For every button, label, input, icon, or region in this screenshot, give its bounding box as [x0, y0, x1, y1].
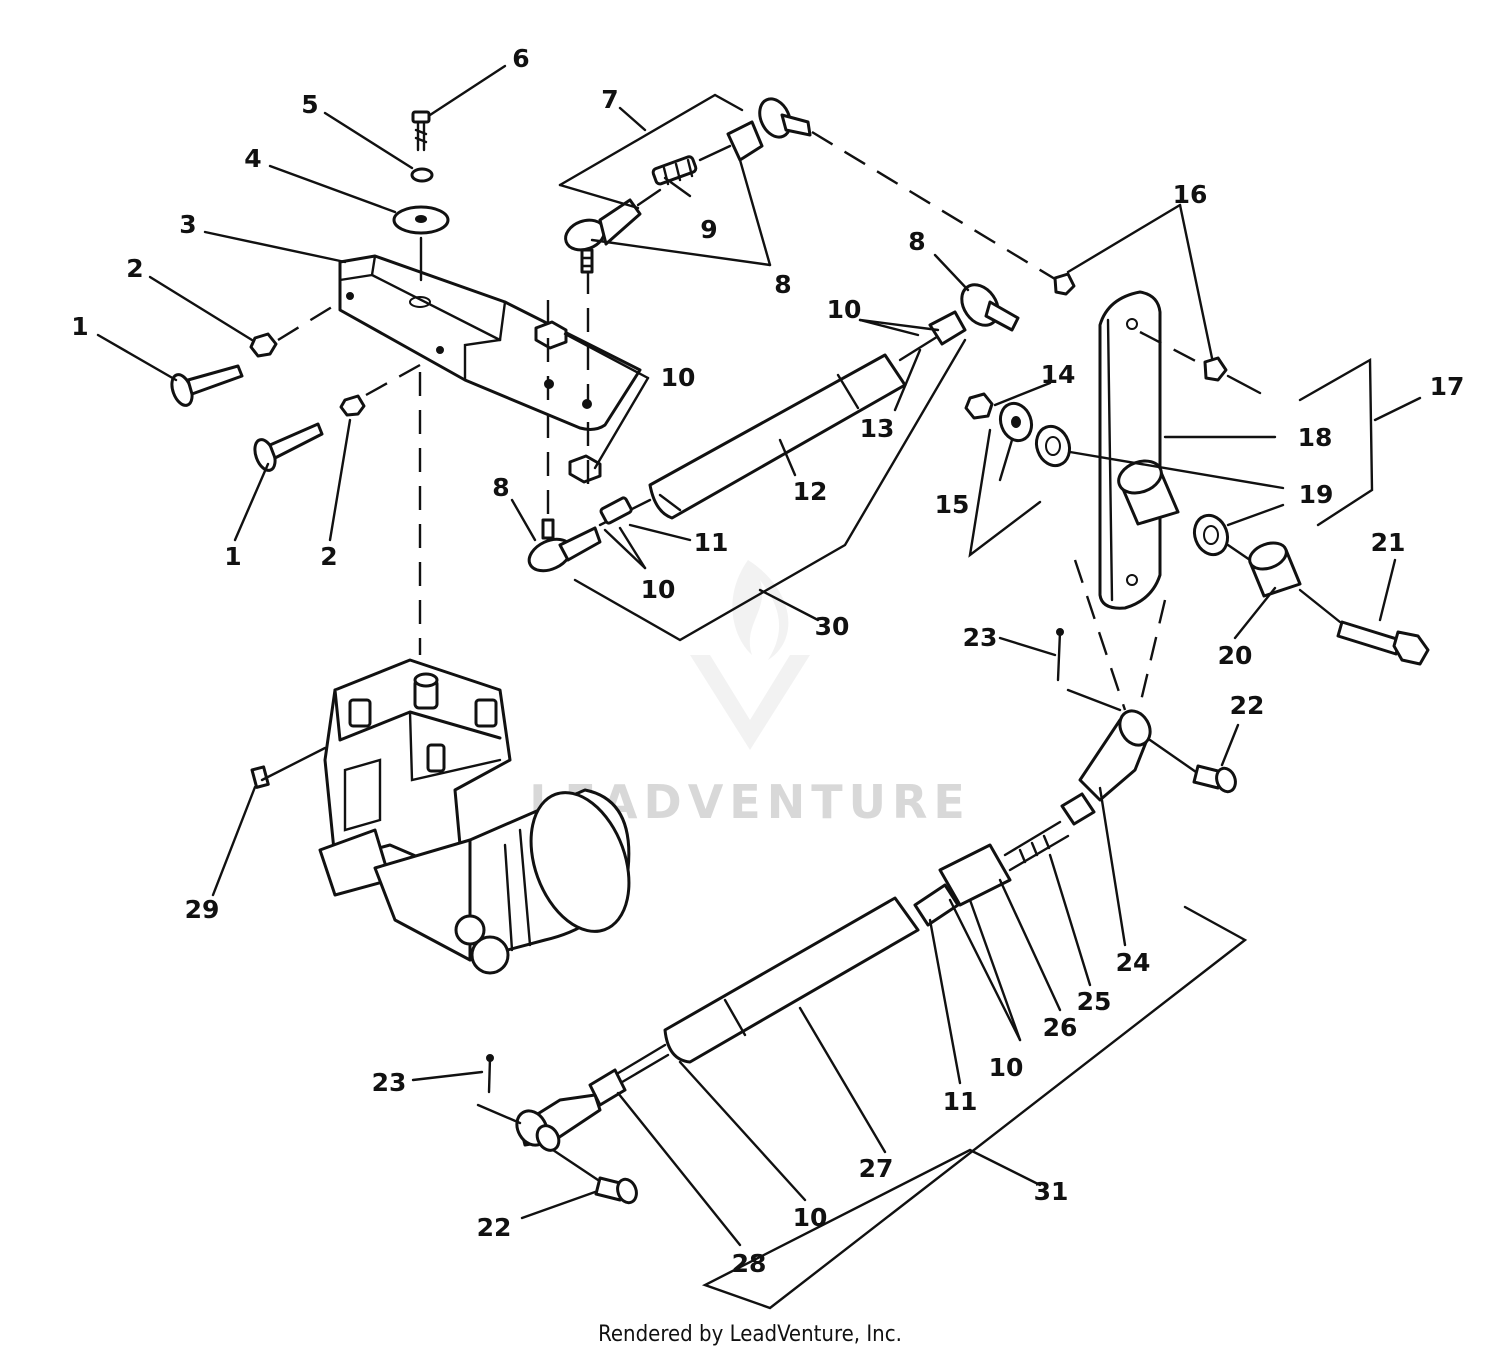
callout-27: 27 — [859, 1154, 894, 1183]
part-clip-23-lower — [486, 1054, 494, 1094]
callout-9: 9 — [700, 215, 717, 244]
callout-8: 8 — [492, 473, 509, 502]
part-bracket-bar — [338, 254, 642, 431]
callout-16: 16 — [1173, 180, 1208, 209]
part-nut-2-lower — [339, 394, 366, 417]
part-spacer-20 — [1248, 541, 1302, 598]
callout-labels: 1 2 3 4 5 6 7 8 9 8 10 10 1 2 13 12 8 11… — [71, 44, 1464, 1278]
part-actuator-motor — [250, 658, 631, 975]
part-pin-22-upper — [1192, 764, 1237, 794]
callout-31: 31 — [1034, 1177, 1069, 1206]
callout-15: 15 — [935, 490, 970, 519]
part-bolt-1-lower — [253, 422, 324, 472]
callout-7: 7 — [601, 85, 618, 114]
part-bushing-19-upper — [1034, 424, 1072, 468]
callout-1: 1 — [71, 312, 88, 341]
callout-2: 2 — [320, 542, 337, 571]
callout-13: 13 — [860, 414, 895, 443]
part-washer-15 — [998, 401, 1034, 443]
part-plate-18 — [1098, 290, 1162, 610]
callout-29: 29 — [185, 895, 220, 924]
callout-22: 22 — [1230, 691, 1265, 720]
callout-19: 19 — [1299, 480, 1334, 509]
part-nut-16-upper — [1053, 272, 1076, 296]
part-pin-22-lower — [594, 1176, 638, 1205]
callout-18: 18 — [1298, 423, 1333, 452]
callout-11: 11 — [694, 528, 729, 557]
callout-4: 4 — [244, 144, 261, 173]
callout-23: 23 — [372, 1068, 407, 1097]
part-bolt-21 — [1336, 620, 1430, 666]
callout-11: 11 — [943, 1087, 978, 1116]
part-nut-10-lower — [568, 454, 602, 484]
part-nut-16-lower — [1203, 356, 1228, 382]
callout-3: 3 — [179, 210, 196, 239]
callout-10: 10 — [989, 1053, 1024, 1082]
part-gas-spring-27 — [515, 709, 1152, 1152]
callout-8: 8 — [774, 270, 791, 299]
part-nut-2-upper — [249, 332, 278, 358]
callout-24: 24 — [1116, 948, 1151, 977]
callout-28: 28 — [732, 1249, 767, 1278]
callout-2: 2 — [126, 254, 143, 283]
callout-22: 22 — [477, 1213, 512, 1242]
part-bolt-6 — [411, 110, 431, 152]
callout-12: 12 — [793, 477, 828, 506]
callout-23: 23 — [963, 623, 998, 652]
part-bushing-19-lower — [1192, 513, 1230, 557]
part-bolt-1-upper — [170, 364, 244, 407]
part-nut-14 — [964, 392, 994, 420]
callout-20: 20 — [1218, 641, 1253, 670]
watermark-logo — [690, 560, 810, 750]
leader-lines — [96, 64, 1422, 1310]
callout-8: 8 — [908, 227, 925, 256]
callout-10: 10 — [827, 295, 862, 324]
part-clip-23-upper — [1056, 628, 1064, 682]
callout-10: 10 — [661, 363, 696, 392]
callout-25: 25 — [1077, 987, 1112, 1016]
callout-30: 30 — [815, 612, 850, 641]
callout-5: 5 — [301, 90, 318, 119]
callout-6: 6 — [512, 44, 529, 73]
part-tie-rod-assembly-7 — [564, 97, 812, 274]
part-nut-10-upper — [534, 320, 568, 350]
callout-10: 10 — [641, 575, 676, 604]
callout-1: 1 — [224, 542, 241, 571]
callout-14: 14 — [1041, 360, 1076, 389]
callout-26: 26 — [1043, 1013, 1078, 1042]
part-washer-4 — [392, 205, 450, 235]
part-gas-spring-12 — [527, 283, 1020, 573]
callout-21: 21 — [1371, 528, 1406, 557]
part-sleeve — [1117, 459, 1180, 526]
footer-credit: Rendered by LeadVenture, Inc. — [598, 1322, 902, 1347]
callout-17: 17 — [1430, 372, 1465, 401]
part-lockwasher-5 — [410, 167, 434, 183]
callout-10: 10 — [793, 1203, 828, 1232]
